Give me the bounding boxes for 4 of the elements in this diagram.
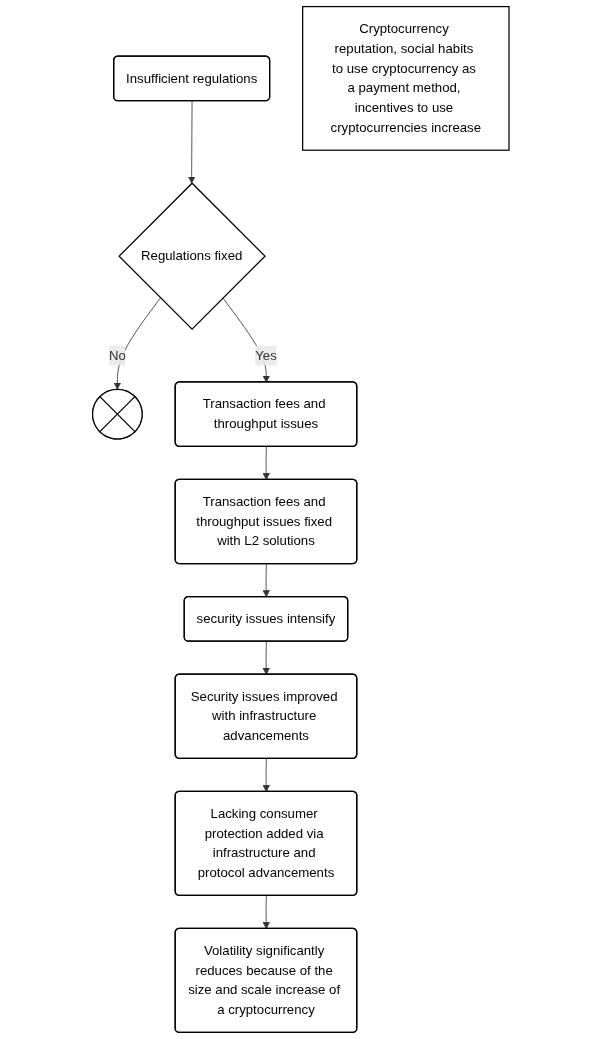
edge-label: No [109,348,126,363]
node-diamond: Regulations fixed [118,182,267,330]
edge-label: Yes [255,348,277,363]
node-box: Cryptocurrency reputation, social habits to use cryptocurrency as a payment method, incentives to use cryptocurrencies increase [302,5,510,151]
